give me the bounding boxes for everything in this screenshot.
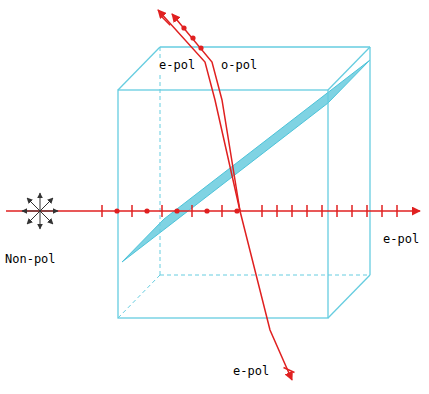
s-tick xyxy=(291,205,293,217)
transmitted-ray xyxy=(6,210,420,212)
p-dot xyxy=(144,208,149,213)
s-tick xyxy=(276,205,278,217)
s-tick xyxy=(366,205,368,217)
exit-e-ray xyxy=(240,211,292,380)
s-tick xyxy=(284,368,295,373)
p-dot xyxy=(174,208,179,213)
polarization-label: Non-pol xyxy=(4,252,57,266)
s-tick xyxy=(396,205,398,217)
s-tick xyxy=(221,205,223,217)
p-dot xyxy=(204,208,209,213)
s-tick xyxy=(381,205,383,217)
unpolarized-symbol xyxy=(22,193,58,229)
light-rays xyxy=(6,10,420,380)
polarization-marks xyxy=(102,17,397,373)
s-tick xyxy=(321,205,323,217)
s-tick xyxy=(162,17,170,25)
polarization-label: e-pol xyxy=(232,364,270,378)
p-dot xyxy=(190,35,195,40)
polarization-label: o-pol xyxy=(220,58,258,72)
s-tick xyxy=(306,205,308,217)
s-tick xyxy=(191,205,193,217)
p-dot xyxy=(114,208,119,213)
p-dot xyxy=(234,208,239,213)
s-tick xyxy=(161,205,163,217)
s-tick xyxy=(261,205,263,217)
p-dot xyxy=(181,25,186,30)
hidden-edges xyxy=(118,47,370,318)
s-tick xyxy=(351,205,353,217)
p-dot xyxy=(198,45,203,50)
cube-edges xyxy=(118,47,370,318)
s-tick xyxy=(336,205,338,217)
s-tick xyxy=(131,205,133,217)
reflected-o-ray xyxy=(172,14,240,211)
polarization-label: e-pol xyxy=(382,232,420,246)
s-tick xyxy=(101,205,103,217)
polarization-label: e-pol xyxy=(158,58,196,72)
reflected-e-ray xyxy=(158,10,240,211)
